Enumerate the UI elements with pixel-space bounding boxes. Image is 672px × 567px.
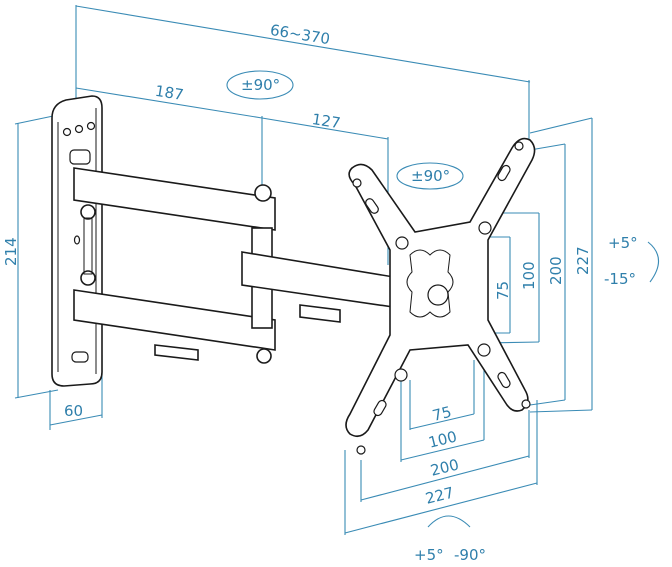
rotation-arrows	[226, 70, 660, 528]
arm-swivel-label: ±90°	[241, 76, 280, 94]
arm-swivel-rotation-icon	[226, 70, 294, 100]
vesa-plate	[345, 137, 536, 455]
vesa-v-227-label: 227	[574, 246, 592, 275]
arm-2-label: 127	[311, 110, 342, 132]
head-swivel-label: ±90°	[411, 167, 450, 185]
rotate-plus-label: +5°	[414, 546, 444, 564]
arm-1-label: 187	[154, 82, 185, 104]
wall-plate-height-label: 214	[2, 237, 20, 266]
vesa-v-75-label: 75	[494, 281, 512, 300]
vesa-v-200-label: 200	[547, 256, 565, 285]
vesa-v-100-label: 100	[520, 261, 538, 290]
vesa-h-200-label: 200	[429, 455, 461, 479]
rotate-arrow-icon	[427, 515, 471, 528]
head-swivel-rotation-icon	[396, 162, 464, 190]
dimension-labels: 66~370 187 127 214 60 75 100 200 227 75 …	[2, 21, 638, 564]
tilt-down-label: -15°	[604, 270, 636, 288]
vesa-h-227-label: 227	[424, 483, 456, 507]
tilt-up-label: +5°	[608, 234, 638, 252]
tilt-arrow-icon	[647, 241, 660, 283]
wall-plate-depth-label: 60	[64, 402, 83, 420]
swing-arm	[73, 167, 401, 364]
rotate-minus-label: -90°	[454, 546, 486, 564]
vesa-h-100-label: 100	[427, 427, 459, 451]
extension-label: 66~370	[269, 21, 331, 48]
wall-plate	[51, 95, 103, 387]
vesa-h-75-label: 75	[430, 403, 453, 425]
